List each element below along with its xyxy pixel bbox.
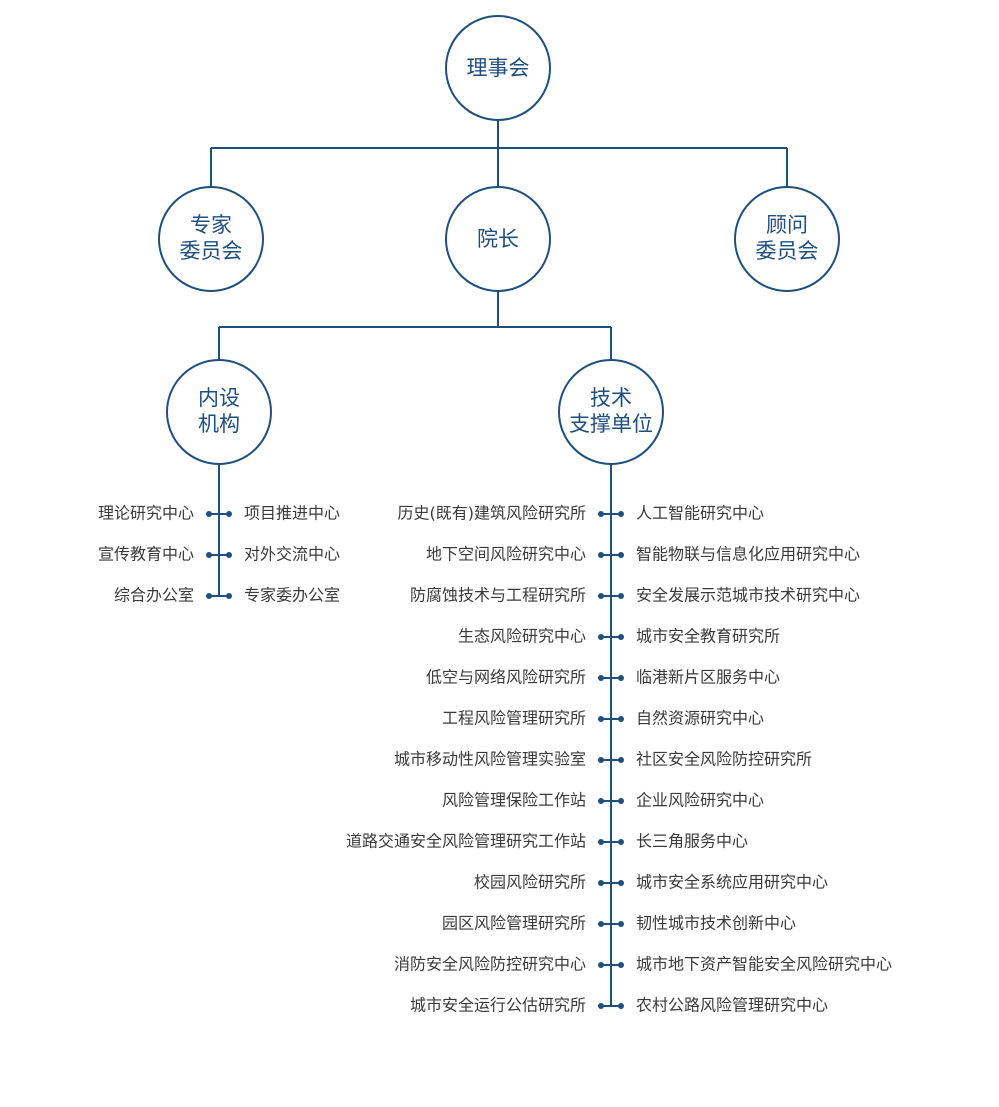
president-label: 院长 xyxy=(477,227,519,251)
unit-label-left: 园区风险管理研究所 xyxy=(442,914,586,933)
advisory-committee-label-line-1: 顾问 xyxy=(766,213,808,237)
leaf-dot-left xyxy=(206,593,212,599)
leaf-dot-left xyxy=(598,880,604,886)
leaf-dot-left xyxy=(598,757,604,763)
leaf-dot-left xyxy=(598,552,604,558)
leaf-dot-left xyxy=(598,511,604,517)
unit-label-right: 农村公路风险管理研究中心 xyxy=(636,996,828,1015)
unit-label-left: 城市安全运行公估研究所 xyxy=(410,996,586,1015)
leaf-dot-right xyxy=(618,716,624,722)
unit-label-right: 专家委办公室 xyxy=(244,586,340,605)
unit-label-right: 项目推进中心 xyxy=(244,504,340,523)
unit-label-left: 防腐蚀技术与工程研究所 xyxy=(410,586,586,605)
leaf-dot-right xyxy=(618,511,624,517)
leaf-dot-left xyxy=(598,921,604,927)
technical-support-units-label-line-2: 支撑单位 xyxy=(569,412,653,436)
unit-label-left: 工程风险管理研究所 xyxy=(442,709,586,728)
leaf-dot-left xyxy=(206,511,212,517)
technical-support-units-label-line-1: 技术 xyxy=(590,386,632,410)
unit-label-right: 对外交流中心 xyxy=(244,545,340,564)
unit-label-right: 智能物联与信息化应用研究中心 xyxy=(636,545,860,564)
unit-label-left: 地下空间风险研究中心 xyxy=(426,545,586,564)
leaf-dot-right xyxy=(226,552,232,558)
leaf-dot-left xyxy=(598,1003,604,1009)
leaf-dot-right xyxy=(618,921,624,927)
unit-label-left: 校园风险研究所 xyxy=(474,873,586,892)
advisory-committee-node: 顾问 委员会 xyxy=(734,186,840,292)
leaf-dot-right xyxy=(618,552,624,558)
leaf-dot-right xyxy=(618,593,624,599)
unit-label-right: 安全发展示范城市技术研究中心 xyxy=(636,586,860,605)
internal-institutions-label-line-2: 机构 xyxy=(198,412,240,436)
unit-label-right: 社区安全风险防控研究所 xyxy=(636,750,812,769)
internal-institutions-node: 内设 机构 xyxy=(166,359,272,465)
unit-label-left: 风险管理保险工作站 xyxy=(442,791,586,810)
unit-label-right: 自然资源研究中心 xyxy=(636,709,764,728)
board-circle xyxy=(445,15,551,121)
leaf-dot-left xyxy=(598,716,604,722)
unit-label-right: 企业风险研究中心 xyxy=(636,791,764,810)
unit-label-left: 消防安全风险防控研究中心 xyxy=(394,955,586,974)
expert-committee-label-line-2: 委员会 xyxy=(180,239,243,263)
unit-label-left: 低空与网络风险研究所 xyxy=(426,668,586,687)
leaf-dot-left xyxy=(598,798,604,804)
unit-label-right: 长三角服务中心 xyxy=(636,832,748,851)
leaf-dot-left xyxy=(598,593,604,599)
president-node: 院长 xyxy=(445,186,551,292)
unit-label-right: 人工智能研究中心 xyxy=(636,504,764,523)
unit-label-left: 综合办公室 xyxy=(114,586,194,605)
unit-label-right: 临港新片区服务中心 xyxy=(636,668,780,687)
technical-support-units-circle xyxy=(558,359,664,465)
leaf-dot-right xyxy=(226,511,232,517)
unit-label-right: 城市地下资产智能安全风险研究中心 xyxy=(636,955,892,974)
technical-support-units-node: 技术 支撑单位 xyxy=(558,359,664,465)
leaf-dot-right xyxy=(618,675,624,681)
leaf-dot-right xyxy=(618,634,624,640)
board-label: 理事会 xyxy=(467,56,530,80)
leaf-dot-left xyxy=(598,675,604,681)
expert-committee-circle xyxy=(158,186,264,292)
internal-institutions-circle xyxy=(166,359,272,465)
leaf-dot-right xyxy=(618,1003,624,1009)
leaf-dot-left xyxy=(598,634,604,640)
leaf-dot-left xyxy=(598,962,604,968)
unit-label-left: 历史(既有)建筑风险研究所 xyxy=(398,504,587,523)
internal-institutions-label-line-1: 内设 xyxy=(198,386,240,410)
unit-label-left: 城市移动性风险管理实验室 xyxy=(394,750,586,769)
leaf-dot-left xyxy=(598,839,604,845)
advisory-committee-label-line-2: 委员会 xyxy=(756,239,819,263)
unit-label-right: 城市安全教育研究所 xyxy=(636,627,780,646)
leaf-dot-right xyxy=(618,839,624,845)
unit-label-left: 道路交通安全风险管理研究工作站 xyxy=(346,832,586,851)
leaf-dot-left xyxy=(206,552,212,558)
leaf-dot-right xyxy=(618,757,624,763)
president-circle xyxy=(445,186,551,292)
expert-committee-node: 专家 委员会 xyxy=(158,186,264,292)
leaf-dot-right xyxy=(618,962,624,968)
advisory-committee-circle xyxy=(734,186,840,292)
unit-label-right: 韧性城市技术创新中心 xyxy=(636,914,796,933)
leaf-dot-right xyxy=(618,880,624,886)
board-node: 理事会 xyxy=(445,15,551,121)
leaf-dot-right xyxy=(226,593,232,599)
unit-label-left: 理论研究中心 xyxy=(98,504,194,523)
unit-label-right: 城市安全系统应用研究中心 xyxy=(636,873,828,892)
leaf-dot-right xyxy=(618,798,624,804)
expert-committee-label-line-1: 专家 xyxy=(190,213,232,237)
unit-label-left: 宣传教育中心 xyxy=(98,545,194,564)
unit-label-left: 生态风险研究中心 xyxy=(458,627,586,646)
